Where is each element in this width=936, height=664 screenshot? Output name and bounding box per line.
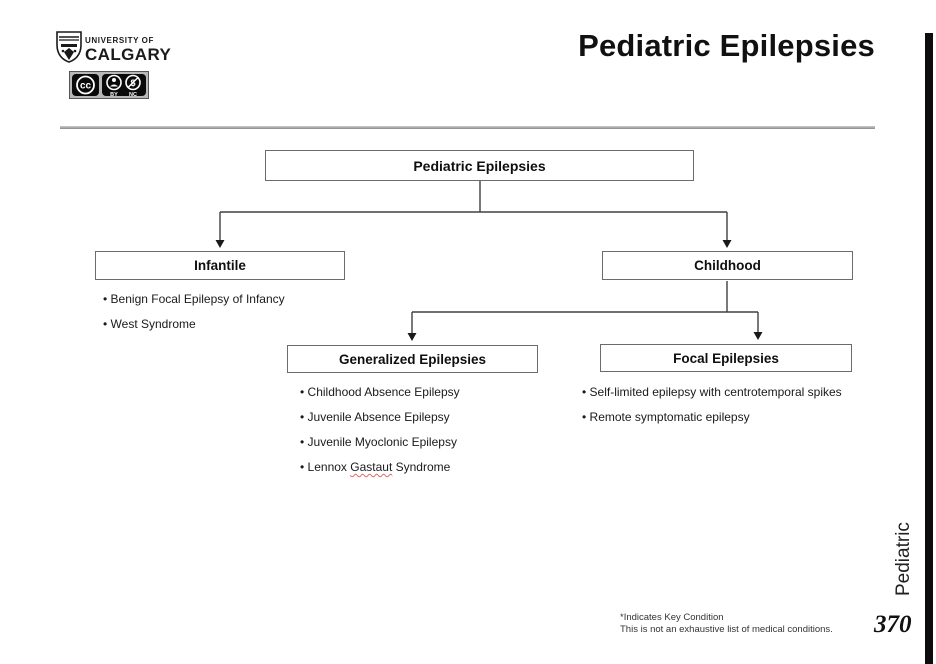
list-item: Lennox Gastaut Syndrome	[300, 460, 460, 474]
focal-bullet-list: Self-limited epilepsy with centrotempora…	[582, 385, 842, 435]
list-item: Self-limited epilepsy with centrotempora…	[582, 385, 842, 399]
node-pediatric-epilepsies-label: Pediatric Epilepsies	[413, 157, 546, 174]
university-wordmark-bottom: CALGARY	[85, 45, 172, 64]
node-pediatric-epilepsies: Pediatric Epilepsies	[265, 150, 694, 181]
footnote-key-condition: *Indicates Key Condition	[620, 612, 724, 623]
node-infantile: Infantile	[95, 251, 345, 280]
list-item: Juvenile Myoclonic Epilepsy	[300, 435, 460, 449]
arrowhead-focal	[753, 332, 763, 340]
accent-bar	[925, 33, 933, 664]
cc-by-nc-license-icon: cc $ BY NC	[69, 71, 149, 99]
node-generalized-epilepsies: Generalized Epilepsies	[287, 345, 538, 373]
university-wordmark: UNIVERSITY OF CALGARY	[85, 36, 171, 65]
node-generalized-epilepsies-label: Generalized Epilepsies	[338, 351, 487, 367]
footnote-disclaimer: This is not an exhaustive list of medica…	[620, 624, 833, 636]
page-number: 370	[874, 611, 912, 638]
list-item: Juvenile Absence Epilepsy	[300, 410, 460, 424]
node-focal-epilepsies-label: Focal Epilepsies	[673, 350, 779, 366]
list-item: Childhood Absence Epilepsy	[300, 385, 460, 399]
list-item: Benign Focal Epilepsy of Infancy	[103, 292, 285, 306]
misspelled-word: Gastaut	[350, 460, 393, 474]
generalized-bullet-list: Childhood Absence Epilepsy Juvenile Abse…	[300, 385, 460, 485]
arrowhead-infantile	[215, 240, 225, 248]
header-divider	[60, 126, 875, 129]
list-item: Remote symptomatic epilepsy	[582, 410, 842, 424]
nc-label: NC	[129, 92, 137, 98]
node-childhood: Childhood	[602, 251, 853, 280]
section-side-label: Pediatric	[893, 522, 914, 596]
list-item: West Syndrome	[103, 317, 285, 331]
node-infantile-label: Infantile	[194, 258, 246, 273]
list-item-text: Syndrome	[392, 460, 451, 474]
university-crest-icon	[56, 31, 82, 63]
arrowhead-generalized	[407, 333, 417, 341]
node-childhood-label: Childhood	[694, 258, 761, 273]
arrowhead-childhood	[722, 240, 732, 248]
cc-logo-text: cc	[80, 81, 92, 92]
footnotes: *Indicates Key Condition This is not an …	[620, 612, 833, 637]
node-focal-epilepsies: Focal Epilepsies	[600, 344, 852, 372]
by-label: BY	[110, 92, 118, 98]
list-item-text: Lennox	[307, 460, 351, 474]
page-title: Pediatric Epilepsies	[578, 28, 875, 63]
university-wordmark-top: UNIVERSITY OF	[85, 36, 154, 45]
infantile-bullet-list: Benign Focal Epilepsy of Infancy West Sy…	[103, 292, 285, 342]
